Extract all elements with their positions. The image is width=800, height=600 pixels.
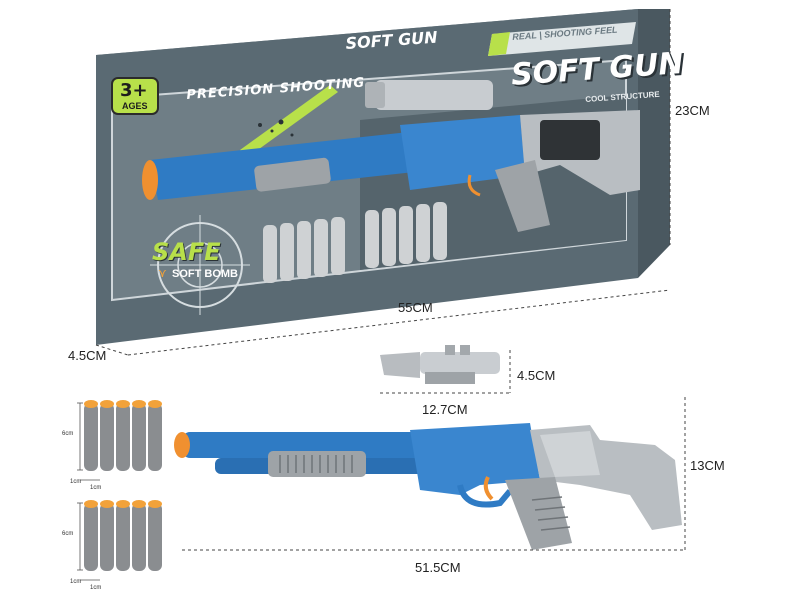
box-darts bbox=[263, 202, 447, 283]
safe-label: SAFE bbox=[152, 238, 221, 266]
gun-pistol-grip bbox=[505, 477, 572, 550]
main-gun bbox=[160, 385, 700, 570]
gun-receiver bbox=[410, 423, 540, 495]
soft-bomb-icon: ⋎ bbox=[158, 266, 167, 280]
box-pump-grip bbox=[254, 157, 331, 192]
box-muzzle bbox=[142, 160, 158, 200]
box-length-label: 55CM bbox=[398, 300, 433, 315]
box-side-face bbox=[638, 9, 670, 278]
gun-trigger bbox=[483, 476, 494, 501]
product-box: 3+ AGES PRECISION SHOOTING SOFT GUN REAL… bbox=[68, 9, 710, 363]
lime-accent bbox=[240, 85, 338, 157]
dart-set-b: 6cm 1cm 1cm bbox=[60, 495, 170, 595]
gun-length-label: 51.5CM bbox=[415, 560, 461, 575]
age-badge-sub: AGES bbox=[122, 101, 148, 111]
dart-set-a-illustration bbox=[77, 400, 162, 481]
scope-length-label: 12.7CM bbox=[422, 402, 468, 417]
age-badge bbox=[111, 77, 159, 115]
banner-strip bbox=[488, 22, 636, 56]
box-depth-label: 4.5CM bbox=[68, 348, 107, 363]
dart-set-b-dia-2: 1cm bbox=[90, 585, 102, 591]
dart-set-a-height: 6cm bbox=[62, 431, 74, 437]
dart-set-b-height: 6cm bbox=[62, 531, 74, 537]
box-gun bbox=[142, 80, 640, 232]
scope-height-label: 4.5CM bbox=[517, 368, 556, 383]
dart-set-a-dia-1: 1cm bbox=[70, 479, 82, 485]
box-scope bbox=[375, 80, 493, 110]
scope-accessory bbox=[370, 340, 570, 420]
dart-set-a: 6cm 1cm 1cm bbox=[60, 395, 170, 495]
gun-pump-grip bbox=[268, 451, 366, 477]
soft-bomb-label: SOFT BOMB bbox=[172, 268, 238, 280]
gun-trigger-guard bbox=[457, 484, 513, 508]
box-length-dimline bbox=[127, 289, 671, 356]
gun-height-label: 13CM bbox=[690, 458, 725, 473]
box-height-label: 23CM bbox=[675, 103, 710, 118]
age-badge-main: 3+ bbox=[120, 80, 148, 101]
product-box-illustration bbox=[95, 9, 671, 356]
scope-illustration bbox=[380, 345, 511, 394]
dart-set-b-dia-1: 1cm bbox=[70, 579, 82, 585]
box-grip bbox=[495, 160, 550, 232]
dart-set-a-dia-2: 1cm bbox=[90, 485, 102, 491]
main-gun-illustration bbox=[174, 397, 686, 551]
dart-set-b-illustration bbox=[77, 500, 162, 581]
gun-muzzle bbox=[174, 432, 190, 458]
